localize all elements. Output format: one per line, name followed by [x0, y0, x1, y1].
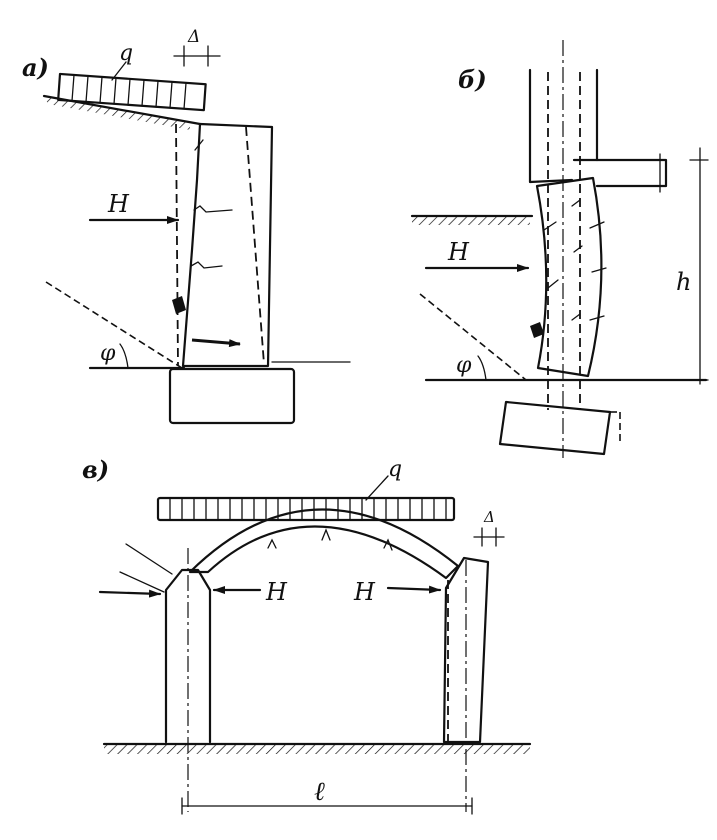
panel-a-delta-dimension: [173, 45, 221, 67]
panel-b-angle-arc: [477, 355, 487, 381]
panel-c-delta-label: Δ: [483, 508, 495, 526]
panel-a-phi-label: φ: [100, 341, 116, 366]
panel-c-H-right-label: H: [353, 578, 376, 606]
panel-b-slab: [572, 158, 668, 188]
panel-c-arch-cracks: [267, 528, 393, 551]
panel-c-left-external-force: [98, 589, 162, 598]
panel-b-slip-plane: [419, 293, 527, 381]
panel-b-phi-label: φ: [456, 353, 472, 378]
panel-a-slip-arrow: [191, 338, 241, 348]
panel-b-label: б): [458, 65, 487, 94]
panel-c-q-label: q: [388, 457, 402, 482]
panel-b-H-label: H: [447, 238, 470, 266]
panel-a-delta-label: Δ: [187, 27, 200, 47]
panel-b-upper-column-left: [528, 68, 574, 184]
panel-b-ground-hatch: [412, 217, 530, 225]
panel-b-pivot: [530, 322, 544, 338]
panel-a-wall: [181, 122, 274, 368]
panel-c-force-H-right-arrow: [386, 585, 442, 594]
panel-c-delta-dimension: [473, 527, 505, 547]
panel-b-h-label: h: [676, 268, 691, 296]
panel-a-ground-line: [42, 94, 202, 126]
panel-a: а) q Δ: [22, 27, 351, 425]
panel-c-arch: [188, 508, 460, 580]
panel-c-l-label: ℓ: [314, 777, 325, 807]
panel-a-ground-hatch: [44, 96, 190, 130]
panel-b-bowed-column: [535, 176, 603, 378]
panel-b-cracks: [543, 199, 607, 321]
panel-c-label: в): [82, 455, 109, 484]
panel-c-ground-hatch: [104, 745, 530, 754]
panel-a-foundation: [168, 367, 296, 425]
panel-c: в) q: [82, 455, 532, 815]
panel-a-angle-arc: [119, 343, 129, 369]
panel-c-load-q: [156, 475, 456, 522]
panel-a-q-label: q: [119, 41, 133, 66]
panel-c-left-strut-2: [119, 571, 165, 593]
panel-a-wall-original-position: [175, 123, 179, 367]
panel-a-slip-plane: [45, 281, 183, 369]
panel-a-cracks: [190, 139, 233, 269]
panel-a-label: а): [22, 53, 49, 82]
panel-c-left-strut-1: [125, 543, 173, 575]
panel-a-wall-inner-dash: [245, 126, 265, 365]
panel-b: б) H φ h: [410, 40, 709, 458]
panel-b-footing: [498, 400, 612, 456]
panel-c-H-left-label: H: [265, 578, 288, 606]
panel-a-pivot: [172, 296, 186, 314]
panel-a-load-q: [57, 61, 207, 112]
panel-a-H-label: H: [107, 190, 130, 218]
panel-c-right-column: [442, 556, 490, 744]
panel-c-left-column: [164, 568, 212, 744]
